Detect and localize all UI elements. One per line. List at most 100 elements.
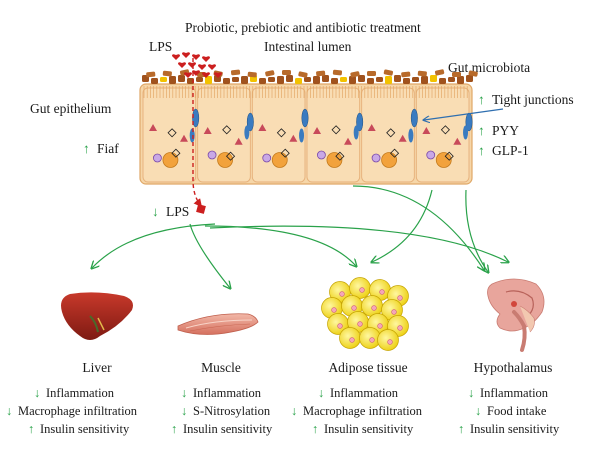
bacterium (259, 78, 266, 84)
lps-label: LPS (149, 39, 172, 54)
lps-particle (214, 72, 222, 78)
bacterium (298, 71, 308, 78)
granule-triangle (289, 134, 298, 142)
lps-particle (202, 72, 210, 78)
effect-text: Inflammation (193, 386, 262, 400)
tight-junction (246, 112, 254, 132)
gut-microbiota-label: Gut microbiota (448, 60, 530, 75)
bacterium (376, 77, 383, 82)
bacterium (304, 77, 311, 82)
effect-arrow: ↓ (34, 386, 40, 400)
epithelial-cell (197, 87, 251, 183)
muscle-icon (177, 313, 259, 335)
fat-cell-nucleus (397, 325, 403, 331)
fat-cell-nucleus (371, 305, 377, 311)
granule-vesicle (426, 150, 436, 160)
epithelial-cell (361, 87, 415, 183)
glp1-arrow: ↑ (478, 143, 485, 158)
effect-text: Macrophage infiltration (18, 404, 138, 418)
granule-triangle (180, 134, 188, 142)
arrow-glp1-to-hypothalamus (465, 189, 488, 272)
effect-text: Inflammation (330, 386, 399, 400)
lps-particles (172, 52, 222, 78)
granule-diamond (280, 148, 290, 158)
cell-nucleus (271, 152, 288, 168)
fat-cell-nucleus (387, 339, 393, 345)
granule-diamond (335, 151, 345, 161)
organ-name: Adipose tissue (328, 360, 407, 375)
organ-name: Liver (82, 360, 112, 375)
tight-junction (410, 108, 418, 128)
granule-diamond (389, 148, 400, 158)
tight-junction (356, 112, 364, 132)
bacterium (162, 70, 172, 77)
lps-particle (198, 64, 206, 70)
bacterium (316, 70, 326, 77)
bacterium (178, 75, 185, 82)
effect-arrow: ↓ (181, 386, 187, 400)
bacterium (439, 78, 446, 84)
glp1-label: GLP-1 (492, 143, 529, 158)
epithelial-cells (142, 87, 470, 183)
tight-junction-pointer (424, 108, 504, 120)
bacterium (367, 78, 374, 84)
bacterium (340, 77, 347, 82)
fat-cell-nucleus (337, 323, 343, 329)
intestinal-lumen-label: Intestinal lumen (264, 39, 352, 54)
lps-particle (184, 72, 192, 78)
lps-particle (172, 54, 180, 60)
fat-cell-nucleus (377, 323, 383, 329)
effect-arrow: ↑ (28, 422, 34, 436)
effect-text: Inflammation (46, 386, 115, 400)
tight-junctions-label: Tight junctions (492, 92, 574, 107)
effect-arrow: ↓ (6, 404, 12, 418)
arrow-to-adipose (204, 225, 356, 266)
granule-diamond (167, 128, 177, 138)
liver-icon (61, 292, 133, 340)
lps-particle-icon (196, 204, 206, 214)
bacterium (383, 69, 394, 76)
fat-cell-nucleus (331, 307, 337, 313)
organ-name: Hypothalamus (474, 360, 553, 375)
granule-triangle (422, 127, 431, 134)
microvilli (143, 86, 468, 98)
bacterium (349, 76, 356, 84)
fat-cell-nucleus (391, 309, 397, 315)
tight-junctions-arrow: ↑ (478, 92, 485, 107)
bacterium (457, 76, 464, 84)
effect-text: Insulin sensitivity (40, 422, 130, 436)
bacterium (196, 77, 203, 82)
effect-text: Food intake (487, 404, 547, 418)
granule-vesicle (152, 153, 162, 163)
bacterium (417, 70, 427, 77)
bacterium (430, 75, 437, 82)
granule-triangle (149, 124, 158, 131)
cell-nucleus (162, 152, 179, 168)
lps-particle (192, 54, 200, 60)
bacterium (232, 77, 239, 82)
bacterium (434, 69, 445, 76)
gut-epithelium-label: Gut epithelium (30, 101, 112, 116)
tight-junction (465, 112, 473, 132)
bacterium (205, 76, 212, 84)
granule-vesicle (316, 150, 326, 160)
bacterium (241, 76, 248, 84)
granule-diamond (444, 151, 454, 161)
treatment-label: Probiotic, prebiotic and antibiotic trea… (185, 20, 421, 35)
granule-oval (463, 125, 469, 140)
gut-epithelium (139, 83, 473, 185)
granule-triangle (203, 127, 212, 134)
lps-translocation-arrow (192, 58, 203, 208)
bacterium (401, 71, 411, 78)
effect-arrow: ↑ (312, 422, 318, 436)
effect-text: Macrophage infiltration (303, 404, 423, 418)
pyy-arrow: ↑ (478, 123, 485, 138)
cell-nucleus (326, 152, 343, 168)
lps-decrease-arrow: ↓ (152, 204, 159, 219)
bacterium (331, 78, 338, 84)
fat-cell-nucleus (349, 337, 355, 343)
fat-cell-nucleus (379, 289, 385, 295)
organ-name: Muscle (201, 360, 241, 375)
granule-diamond (171, 148, 181, 158)
effect-arrow: ↓ (475, 404, 481, 418)
